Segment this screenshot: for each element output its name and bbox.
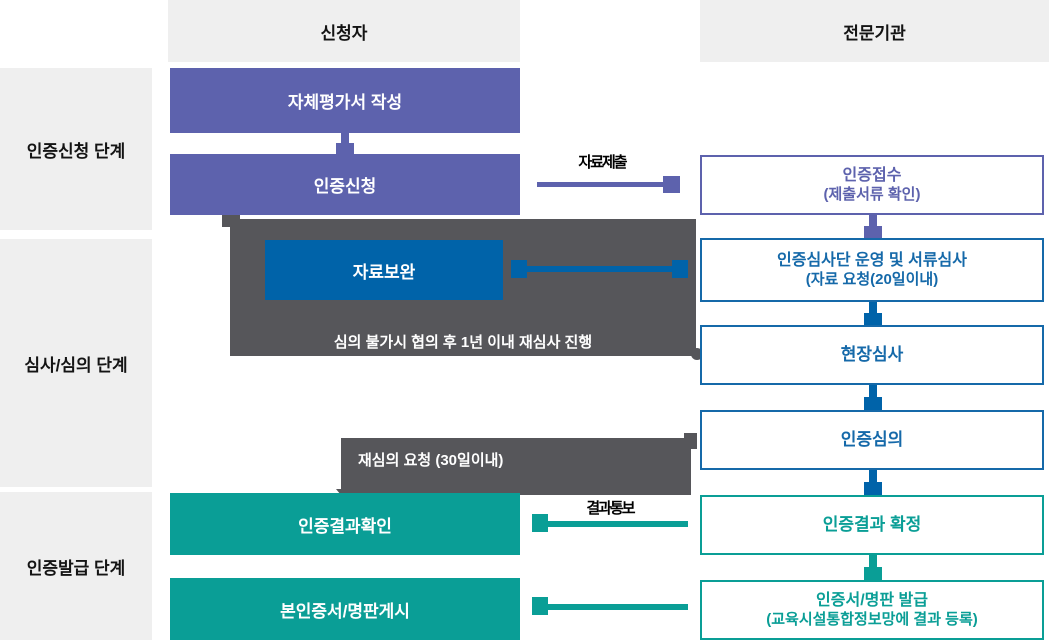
arrow-head-notify	[532, 514, 548, 532]
flow-box-result-confirm: 인증결과 확정	[700, 495, 1044, 555]
flow-box-issue: 인증서/명판 발급 (교육시설통합정보망에 결과 등록)	[700, 580, 1044, 640]
flow-box-receive: 인증접수 (제출서류 확인)	[700, 155, 1044, 215]
connector-arrowhead-deliberation-to-result-confirm	[864, 482, 882, 495]
connector-arrowhead-review-team-to-site-audit	[864, 313, 882, 325]
arrow-head-issue	[532, 597, 548, 615]
arrow-line-supplement	[519, 266, 681, 272]
connector-stem-review-team-to-site-audit	[869, 302, 877, 314]
connector-stem-site-audit-to-deliberation	[869, 385, 877, 398]
stage-label-application: 인증신청 단계	[0, 68, 152, 230]
review-team-title: 인증심사단 운영 및 서류심사	[777, 251, 967, 269]
stage-label-issuance: 인증발급 단계	[0, 492, 152, 640]
arrow-head-submit	[663, 176, 680, 193]
receive-title: 인증접수	[842, 166, 902, 184]
arrow-line-notify	[546, 521, 688, 527]
issue-title: 인증서/명판 발급	[816, 591, 928, 609]
column-header-applicant: 신청자	[168, 0, 520, 62]
issue-subtitle: (교육시설통합정보망에 결과 등록)	[766, 610, 978, 628]
flow-box-deliberation: 인증심의	[700, 410, 1044, 470]
review-team-subtitle: (자료 요청(20일이내)	[805, 270, 939, 288]
connector-stem-self-eval-to-apply	[341, 133, 349, 145]
flow-box-result-check: 인증결과확인	[170, 493, 520, 555]
connector-stem-receive-to-review-team	[869, 215, 877, 227]
flow-box-supplement: 자료보완	[265, 240, 503, 300]
review-request-box	[341, 438, 691, 495]
connector-stem-result-confirm-to-issue	[869, 555, 877, 568]
flow-box-cert-display: 본인증서/명판게시	[170, 578, 520, 640]
connector-arrowhead-site-audit-to-deliberation	[864, 397, 882, 410]
arrow-label-notify: 결과통보	[586, 500, 635, 517]
connector-arrowhead-result-confirm-to-issue	[864, 567, 882, 580]
connector-arrowhead-self-eval-to-apply	[336, 143, 354, 154]
connector-stem-deliberation-to-result-confirm	[869, 470, 877, 483]
arrow-line-submit	[537, 182, 665, 187]
receive-subtitle: (제출서류 확인)	[823, 185, 921, 203]
resurvey-note-text: 심의 불가시 협의 후 1년 이내 재심사 진행	[333, 334, 593, 351]
flow-box-review-team: 인증심사단 운영 및 서류심사 (자료 요청(20일이내)	[700, 238, 1044, 302]
arrow-label-submit: 자료제출	[578, 154, 627, 171]
flow-box-self-evaluation: 자체평가서 작성	[170, 68, 520, 133]
column-header-agency: 전문기관	[700, 0, 1049, 62]
arrow-line-issue	[546, 604, 688, 610]
stage-label-review: 심사/심의 단계	[0, 239, 152, 487]
review-request-text: 재심의 요청 (30일이내)	[358, 452, 504, 469]
arrow-head-supplement-right	[672, 260, 688, 278]
flow-box-site-audit: 현장심사	[700, 325, 1044, 385]
connector-arrowhead-receive-to-review-team	[864, 226, 882, 238]
flow-box-apply: 인증신청	[170, 154, 520, 215]
